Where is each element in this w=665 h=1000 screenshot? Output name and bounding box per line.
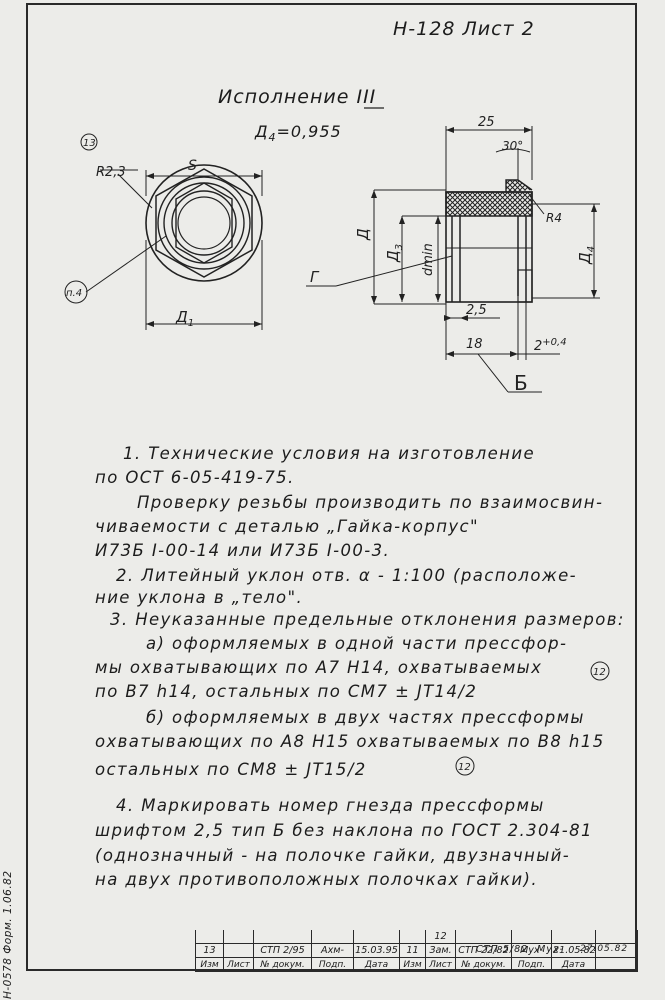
stamp-cell	[223, 930, 254, 944]
section-hatch-top	[445, 191, 533, 217]
callout-p4-circle	[64, 280, 88, 304]
section-view	[306, 126, 600, 393]
note-line: 2. Литейный уклон отв. α - 1:100 (распол…	[116, 566, 578, 585]
technical-drawing: 13 R2,3 S п.4 Д1	[64, 107, 600, 395]
note-line: на двух противоположных полочках гайки).	[95, 870, 539, 889]
note-line: Проверку резьбы производить по взаимосви…	[137, 493, 604, 512]
variant-title-text: Исполнение III	[218, 86, 377, 108]
note-line: (однозначный - на полочке гайки, двузнач…	[95, 846, 571, 865]
stamp-cell	[399, 930, 426, 944]
callout-13-circle	[80, 133, 98, 151]
end-view	[64, 133, 263, 330]
stamp-cell: 11	[399, 943, 426, 958]
d3-subscript: 3	[394, 244, 405, 250]
radius-label: R2,3	[96, 165, 126, 180]
stamp-cell	[511, 930, 552, 944]
stamp-cell	[595, 930, 638, 944]
d4-subscript: 4	[586, 246, 597, 252]
stamp-header: Дата	[353, 957, 400, 972]
dim-25: 25	[478, 115, 495, 130]
callout-13: 13	[83, 138, 96, 149]
stamp-header: Лист	[425, 957, 456, 972]
diameter-number: =0,955	[276, 122, 342, 141]
note-line: 1. Технические условия на изготовление	[123, 444, 536, 463]
dim-18: 18	[466, 337, 483, 352]
stamp-cell: СТП 2/95	[253, 943, 312, 958]
r4-label: R4	[546, 211, 562, 225]
hex-outline	[175, 182, 233, 264]
stamp-header: Подп.	[311, 957, 354, 972]
stamp-header: Изм	[195, 957, 224, 972]
g-label: Г	[310, 268, 320, 286]
title-block: 12 13 СТП 2/95 Ахм- 15.03.95 11 Зам. СТП…	[195, 930, 638, 972]
outer-circle	[145, 164, 263, 282]
stamp-cell	[455, 930, 512, 944]
stamp-header-row: Изм Лист № докум. Подп. Дата Изм Лист № …	[195, 957, 638, 972]
stamp-cell	[253, 930, 312, 944]
stamp-header: Изм	[399, 957, 426, 972]
d4-label: Д4	[576, 246, 597, 265]
note-line: И73Б I-00-14 или И73Б I-00-3.	[95, 541, 391, 560]
stamp-header	[595, 957, 638, 972]
stamp-header: № докум.	[455, 957, 512, 972]
diameter-value: Д4=0,955	[255, 122, 342, 144]
note-line: 4. Маркировать номер гнезда прессформы	[116, 796, 545, 815]
sheet-title: Н-128 Лист 2	[393, 18, 535, 40]
stamp-header: № докум.	[253, 957, 312, 972]
callout-p4: п.4	[66, 288, 82, 299]
note-line: 3. Неуказанные предельные отклонения раз…	[110, 610, 625, 629]
stamp-header: Лист	[223, 957, 254, 972]
d1-label: Д1	[175, 308, 194, 329]
d1-subscript: 1	[188, 318, 194, 329]
note-line: по ОСТ 6-05-419-75.	[95, 468, 295, 487]
stamp-cell	[311, 930, 354, 944]
diameter-symbol: Д	[255, 122, 269, 141]
stamp-row: 13 СТП 2/95 Ахм- 15.03.95 11 Зам. СТП 22…	[195, 943, 638, 958]
note-line: ние уклона в „тело".	[95, 588, 304, 607]
variant-title: Исполнение III	[218, 86, 376, 108]
stamp-cell	[195, 930, 224, 944]
stamp-cell: Зам.	[425, 943, 456, 958]
note-line: шрифтом 2,5 тип Б без наклона по ГОСТ 2.…	[95, 821, 593, 840]
stamp-row: 12	[195, 930, 638, 944]
stamp-header: Дата	[551, 957, 596, 972]
s-label: S	[188, 158, 197, 174]
d3-label: Д3	[384, 244, 405, 263]
note-line: остальных по СМ8 ± JT15/2	[95, 760, 367, 779]
dim-30: 30°	[502, 139, 523, 153]
dim-2: 2+0,4	[534, 337, 567, 354]
note-line: а) оформляемых в одной части прессфор-	[146, 634, 568, 653]
dmin-label: dmin	[421, 243, 436, 276]
d-label: Д	[354, 228, 372, 241]
side-stamp: Н-0578 Форм. 1.06.82	[0, 755, 16, 1000]
d3-letter: Д	[384, 250, 402, 263]
stamp-cell: 12	[425, 930, 456, 944]
stamp-extra-doc: СТП 5/82	[476, 944, 529, 955]
note-line: по В7 h14, остальных по СМ7 ± JT14/2	[95, 682, 478, 701]
stamp-extra-sign: Мух-	[537, 944, 565, 955]
stamp-cell: Ахм-	[311, 943, 354, 958]
note-line: мы охватывающих по А7 H14, охватываемых	[95, 658, 543, 677]
stamp-cell	[223, 943, 254, 958]
note-line: охватывающих по А8 H15 охватываемых по В…	[95, 732, 605, 751]
stamp-cell: 13	[195, 943, 224, 958]
note-line: б) оформляемых в двух частях прессформы	[146, 708, 585, 727]
stamp-cell: 15.03.95	[353, 943, 400, 958]
stamp-cell	[353, 930, 400, 944]
stamp-cell	[551, 930, 596, 944]
stamp-extra-date: 27.05.82	[580, 944, 629, 954]
stamp-header: Подп.	[511, 957, 552, 972]
d1-letter: Д	[175, 308, 188, 326]
b-label: Б	[514, 371, 528, 395]
d4-letter: Д	[576, 252, 594, 265]
dim-2-5: 2,5	[466, 303, 487, 318]
diameter-subscript: 4	[268, 131, 277, 145]
side-stamp-text: Н-0578 Форм. 1.06.82	[2, 870, 14, 999]
dim-2-tolerance: +0,4	[542, 337, 566, 348]
note-line: чиваемости с деталью „Гайка-корпус"	[95, 517, 480, 536]
dim-2-value: 2	[534, 339, 542, 354]
